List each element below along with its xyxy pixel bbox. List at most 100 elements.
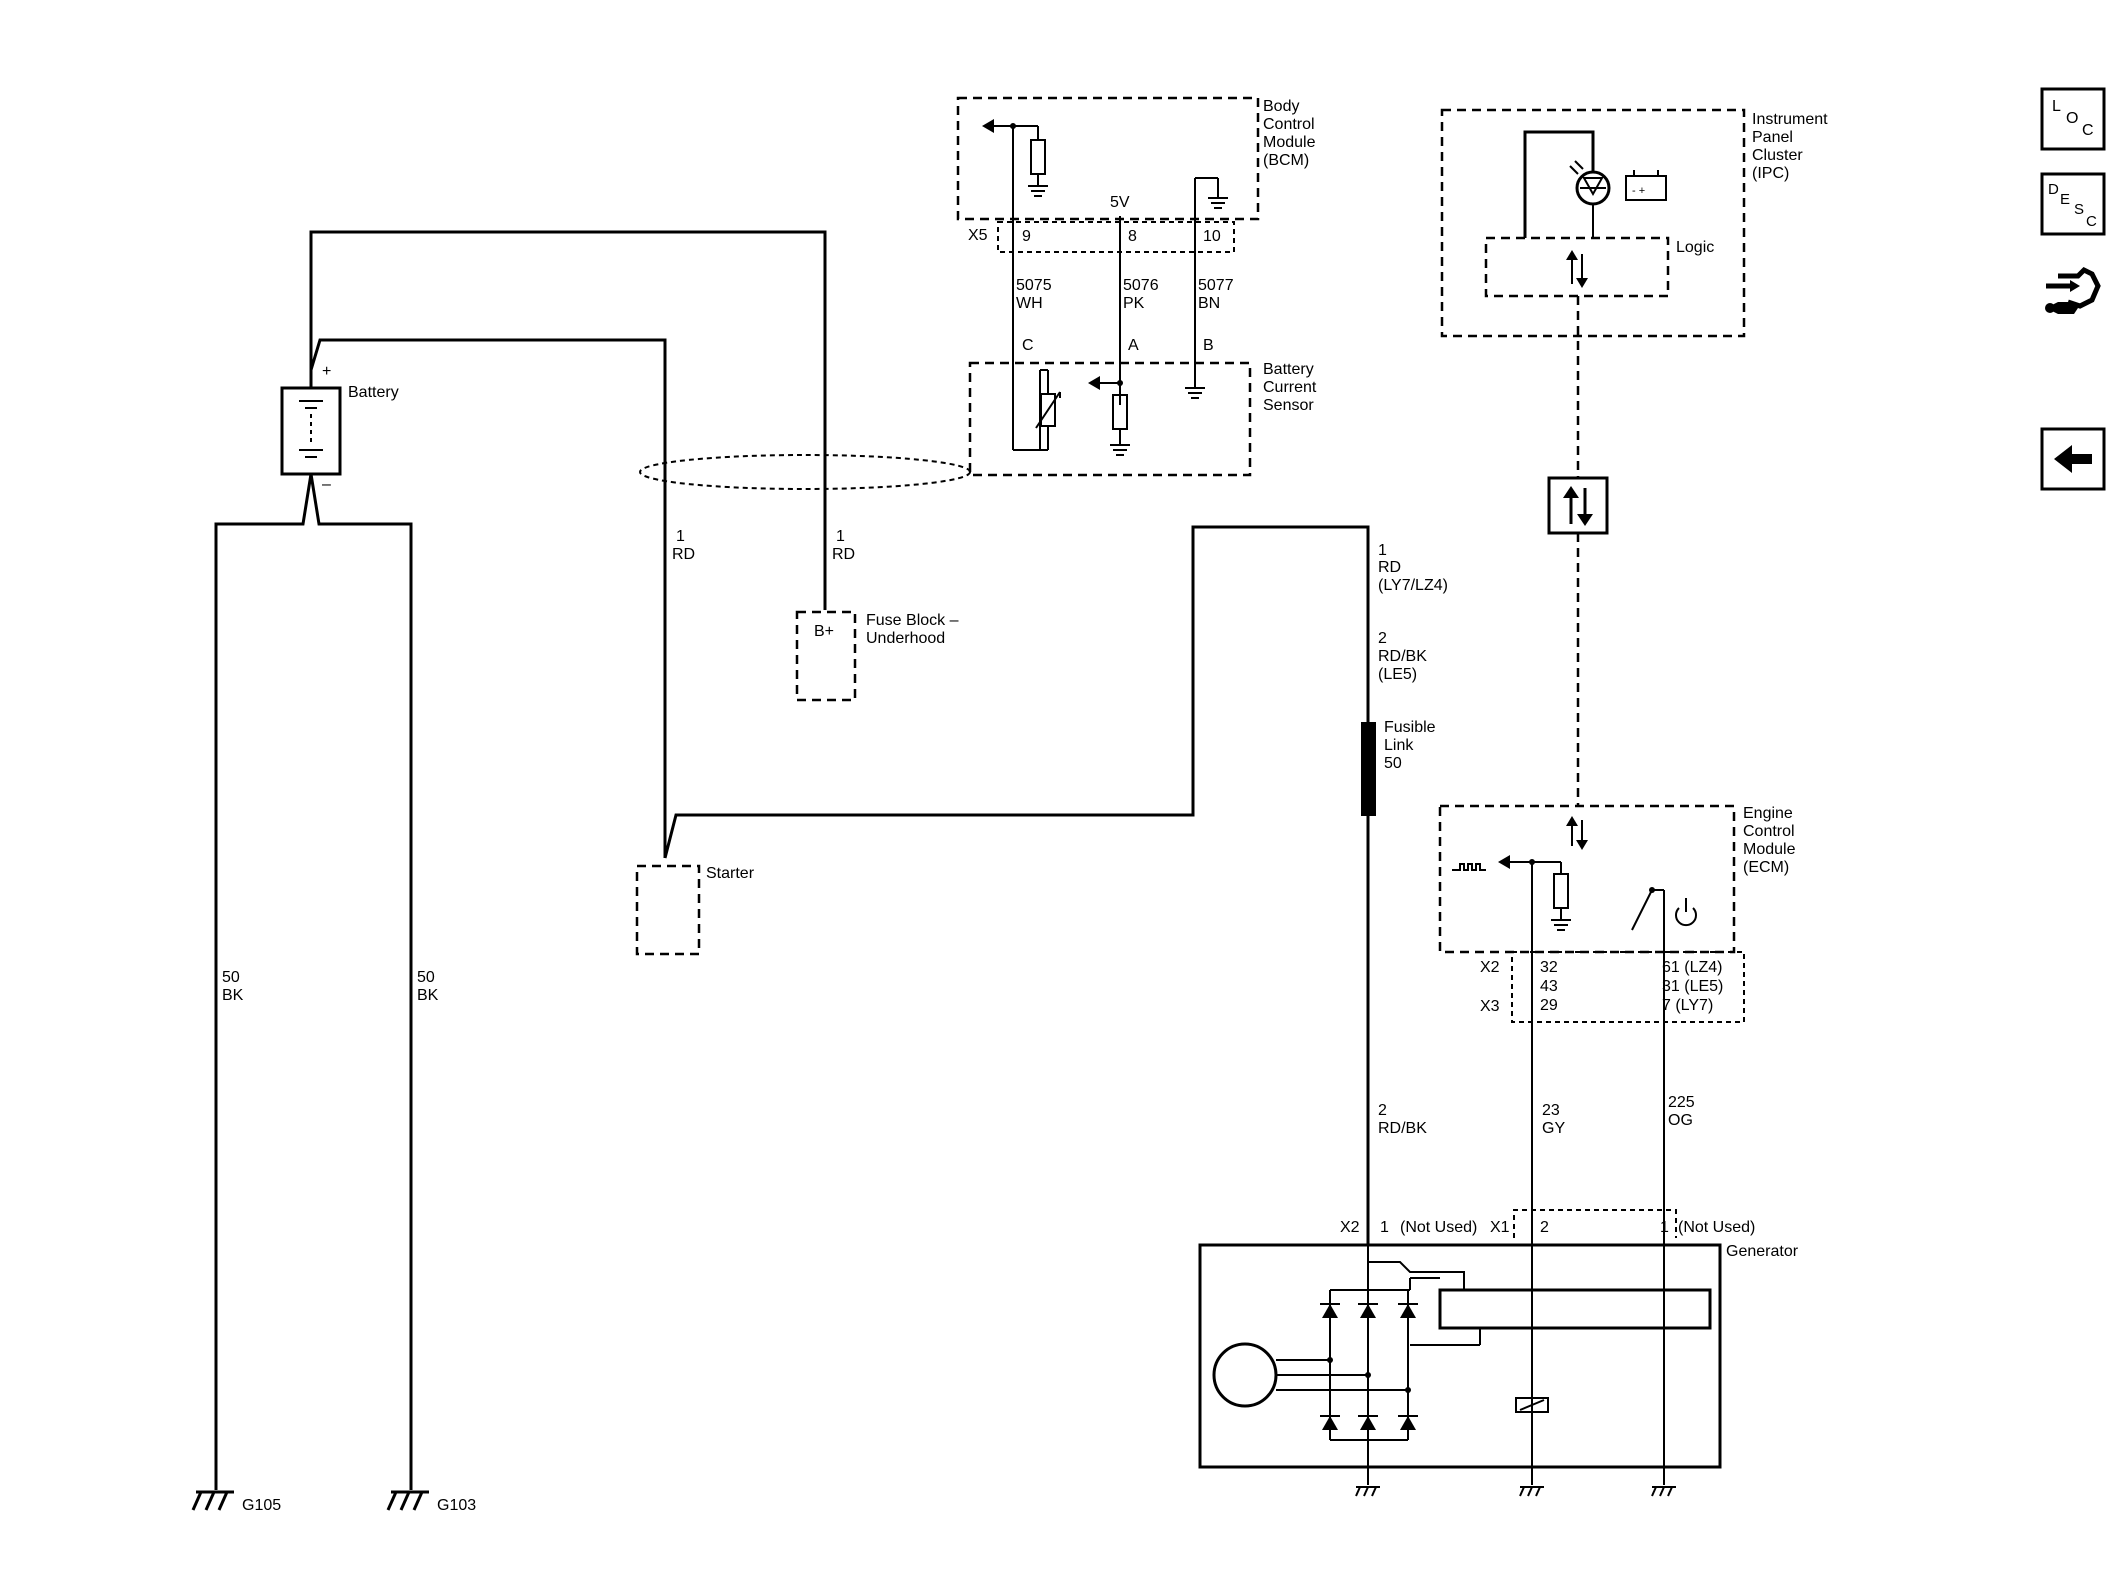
ground-g103-gauge: 50 bbox=[417, 969, 435, 986]
wire-23-circuit: 23 bbox=[1542, 1102, 1560, 1119]
fusible-link bbox=[1361, 722, 1376, 816]
fuse-block-terminal: B+ bbox=[814, 623, 834, 640]
ground-g105-gauge: 50 bbox=[222, 969, 240, 986]
feed-color-2: RD/BK bbox=[1378, 648, 1427, 665]
bcm-module: Body Control Module (BCM) 5V X5 9 8 bbox=[956, 96, 1316, 253]
bcm-connector-x5: X5 bbox=[968, 227, 988, 244]
ecm-connector-x2: X2 bbox=[1480, 959, 1500, 976]
bat-wire-gauge: 2 bbox=[1378, 1102, 1387, 1119]
cable-ground-g103 bbox=[309, 473, 413, 1490]
wire-5076-circuit: 5076 bbox=[1123, 277, 1159, 294]
gen-x2-label: X2 bbox=[1340, 1219, 1360, 1236]
field-winding bbox=[1515, 1397, 1549, 1413]
bcm-pin-8: 8 bbox=[1128, 228, 1137, 245]
description-button[interactable]: D E S C bbox=[2040, 172, 2106, 236]
rotor-stator-icon bbox=[1212, 1342, 1278, 1408]
generator-ground-2 bbox=[1519, 1486, 1544, 1497]
bcm-label-3: Module bbox=[1263, 134, 1316, 151]
ground-g103-color: BK bbox=[417, 987, 439, 1004]
bcm-internal-ground bbox=[1208, 197, 1228, 209]
back-arrow-icon bbox=[2040, 427, 2106, 491]
generator-ground-3 bbox=[1651, 1486, 1676, 1497]
fuse-block-label-2: Underhood bbox=[866, 630, 945, 647]
generator: X2 1 (Not Used) X1 2 1 (Not Used) Genera… bbox=[1198, 1209, 1799, 1497]
ecm-pin-43: 43 bbox=[1540, 978, 1558, 995]
location-button[interactable]: L O C bbox=[2040, 87, 2106, 151]
ipc-label-2: Panel bbox=[1752, 129, 1793, 146]
sensor-cable-ellipse bbox=[639, 454, 971, 490]
ecm-label-2: Control bbox=[1743, 823, 1795, 840]
ecm-ground-symbol bbox=[1551, 919, 1571, 931]
gen-x1-pin-2: 2 bbox=[1540, 1219, 1549, 1236]
ecm-pin-31: 31 (LE5) bbox=[1662, 978, 1723, 995]
ipc-label-1: Instrument bbox=[1752, 111, 1828, 128]
bcm-5v-label: 5V bbox=[1110, 194, 1130, 211]
gen-x1-pin-1: 1 bbox=[1660, 1219, 1669, 1236]
voltage-regulator bbox=[1438, 1288, 1712, 1330]
ecm-pin-32: 32 bbox=[1540, 959, 1558, 976]
ecm-connector-x3: X3 bbox=[1480, 998, 1500, 1015]
svg-text:E: E bbox=[2060, 191, 2070, 208]
wire-5077-circuit: 5077 bbox=[1198, 277, 1234, 294]
connector-end-view-button[interactable] bbox=[2040, 256, 2106, 320]
bcm-pin-10: 10 bbox=[1203, 228, 1221, 245]
bcm-pin-9: 9 bbox=[1022, 228, 1031, 245]
svg-text:S: S bbox=[2074, 201, 2084, 218]
back-button[interactable] bbox=[2040, 427, 2106, 491]
ecm-label-3: Module bbox=[1743, 841, 1796, 858]
fusible-link-label-3: 50 bbox=[1384, 755, 1402, 772]
ecm-pin-7: 7 (LY7) bbox=[1662, 997, 1713, 1014]
sensor-pin-a: A bbox=[1128, 337, 1139, 354]
wire-5075-color: WH bbox=[1016, 295, 1043, 312]
wire-225-circuit: 225 bbox=[1668, 1094, 1695, 1111]
feed-variant-2: (LE5) bbox=[1378, 666, 1417, 683]
sensor-label-2: Current bbox=[1263, 379, 1317, 396]
battery-current-sensor: C A B Battery Current Sensor bbox=[968, 337, 1317, 477]
loc-icon: L O C bbox=[2040, 87, 2106, 151]
engine-control-module: Engine Control Module (ECM) bbox=[1438, 804, 1796, 1023]
bcm-signal-arrow bbox=[982, 119, 994, 133]
generator-housing bbox=[1198, 1243, 1722, 1469]
svg-text:C: C bbox=[2082, 122, 2094, 139]
cable-battery-starter bbox=[309, 338, 667, 858]
connector-end-view-icon bbox=[2045, 266, 2101, 314]
starter-label: Starter bbox=[706, 865, 755, 882]
fuse-block-label-1: Fuse Block – bbox=[866, 612, 959, 629]
cable-fuse-gauge: 1 bbox=[836, 528, 845, 545]
power-icon bbox=[1675, 898, 1697, 927]
cable-starter-gauge: 1 bbox=[676, 528, 685, 545]
serial-data-icon bbox=[1547, 476, 1609, 535]
battery-plus: + bbox=[322, 363, 331, 380]
ecm-switch bbox=[1631, 889, 1653, 931]
ipc-label-4: (IPC) bbox=[1752, 165, 1789, 182]
starter: Starter bbox=[635, 864, 755, 956]
battery-symbol-text: - + bbox=[1632, 185, 1645, 197]
svg-text:O: O bbox=[2066, 110, 2078, 127]
ground-g103-symbol bbox=[386, 1490, 429, 1511]
feed-variant-1: (LY7/LZ4) bbox=[1378, 577, 1448, 594]
sensor-label-1: Battery bbox=[1263, 361, 1314, 378]
feed-color-1: RD bbox=[1378, 559, 1401, 576]
fusible-link-label-2: Link bbox=[1384, 737, 1414, 754]
sensor-pin-b: B bbox=[1203, 337, 1214, 354]
cable-starter-color: RD bbox=[672, 546, 695, 563]
feed-gauge-2: 2 bbox=[1378, 630, 1387, 647]
sensor-ground-a bbox=[1110, 444, 1130, 456]
wire-5076-color: PK bbox=[1123, 295, 1145, 312]
gen-x2-pin: 1 bbox=[1380, 1219, 1389, 1236]
wire-5077-color: BN bbox=[1198, 295, 1220, 312]
ipc-logic-block bbox=[1484, 236, 1670, 298]
battery-minus: – bbox=[322, 476, 331, 493]
sensor-ground-b bbox=[1185, 387, 1205, 399]
fuse-block-underhood: B+ Fuse Block – Underhood bbox=[795, 610, 959, 702]
svg-text:D: D bbox=[2048, 181, 2059, 198]
cable-ground-g105 bbox=[214, 473, 313, 1490]
cable-starter-generator bbox=[663, 525, 1370, 859]
gen-x1-label: X1 bbox=[1490, 1219, 1510, 1236]
desc-icon: D E S C bbox=[2040, 172, 2106, 236]
ground-g105-color: BK bbox=[222, 987, 244, 1004]
battery-symbol-icon bbox=[1625, 175, 1667, 201]
bcm-ground-symbol bbox=[1028, 185, 1048, 197]
bcm-label-2: Control bbox=[1263, 116, 1315, 133]
